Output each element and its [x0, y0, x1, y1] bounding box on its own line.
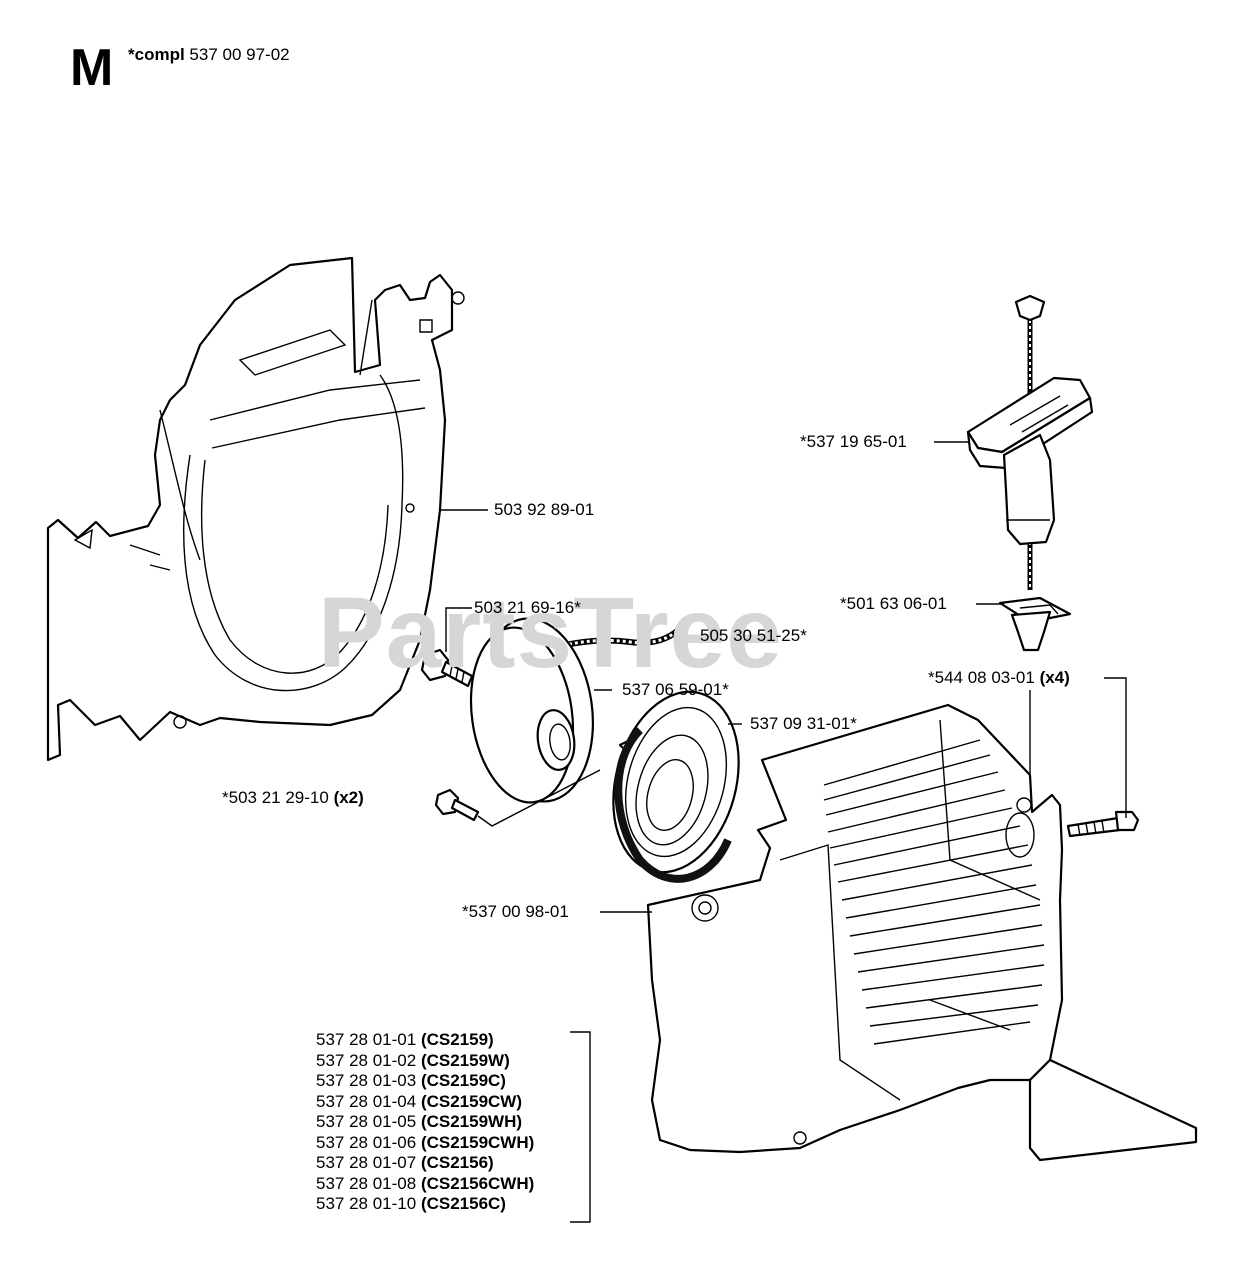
model-number: 537 28 01-05: [316, 1112, 417, 1131]
model-name: (CS2159CW): [420, 1091, 523, 1111]
model-number: 537 28 01-10: [316, 1194, 417, 1213]
leader-p2: [445, 607, 472, 652]
part-label-503-21-29-10[interactable]: *503 21 29-10 (x2): [222, 788, 364, 808]
part-label-537-06-59-01[interactable]: 537 06 59-01*: [622, 680, 729, 699]
part-number: *503 21 29-10: [222, 788, 329, 807]
decal-drawing: [1028, 1058, 1198, 1162]
model-bracket: [570, 1031, 591, 1223]
part-label-503-92-89-01[interactable]: 503 92 89-01: [494, 500, 595, 519]
compl-prefix: *compl: [128, 45, 185, 64]
model-name: (CS2156C): [420, 1194, 506, 1213]
starter-handle-drawing: [966, 294, 1094, 590]
small-screw-drawing: [434, 788, 480, 822]
model-row[interactable]: 537 28 01-02 (CS2159W): [316, 1051, 534, 1072]
part-label-544-08-03-01[interactable]: *544 08 03-01 (x4): [928, 668, 1070, 688]
center-screw-drawing: [420, 648, 474, 688]
watermark: PartsTree: [318, 577, 783, 689]
model-name: (CS2159WH): [420, 1112, 523, 1131]
model-number: 537 28 01-06: [316, 1132, 417, 1152]
leader-p6: [477, 769, 601, 827]
model-row[interactable]: 537 28 01-05 (CS2159WH): [316, 1112, 534, 1133]
model-name: (CS2159W): [420, 1050, 510, 1070]
model-row[interactable]: 537 28 01-03 (CS2159C): [316, 1071, 534, 1092]
section-letter: M: [70, 39, 114, 97]
compl-number: 537 00 97-02: [189, 45, 290, 64]
part-qty: (x2): [333, 788, 364, 807]
model-name: (CS2156CWH): [420, 1173, 535, 1193]
part-qty: (x4): [1039, 668, 1070, 687]
part-label-537-19-65-01[interactable]: *537 19 65-01: [800, 432, 907, 451]
housing-screw-drawing: [1066, 810, 1140, 838]
model-number: 537 28 01-03: [316, 1071, 417, 1090]
recoil-spring-drawing: [612, 690, 740, 883]
model-row[interactable]: 537 28 01-07 (CS2156): [316, 1153, 534, 1174]
model-name: (CS2156): [420, 1153, 494, 1172]
model-name: (CS2159): [420, 1030, 494, 1049]
model-row[interactable]: 537 28 01-01 (CS2159): [316, 1030, 534, 1051]
rope-guide-drawing: [998, 596, 1072, 652]
model-number: 537 28 01-07: [316, 1153, 417, 1172]
model-number: 537 28 01-01: [316, 1030, 417, 1049]
model-number: 537 28 01-02: [316, 1050, 417, 1070]
model-row[interactable]: 537 28 01-06 (CS2159CWH): [316, 1133, 534, 1154]
model-list: 537 28 01-01 (CS2159) 537 28 01-02 (CS21…: [316, 1030, 534, 1215]
model-row[interactable]: 537 28 01-10 (CS2156C): [316, 1194, 534, 1215]
model-row[interactable]: 537 28 01-08 (CS2156CWH): [316, 1174, 534, 1195]
rope-pulley-drawing: [469, 617, 595, 804]
compl-heading: *compl 537 00 97-02: [128, 45, 290, 65]
part-label-503-21-69-16[interactable]: 503 21 69-16*: [474, 598, 581, 617]
part-label-505-30-51-25[interactable]: 505 30 51-25*: [700, 626, 807, 645]
leader-p10a: [1104, 677, 1127, 818]
model-name: (CS2159C): [420, 1071, 506, 1090]
model-number: 537 28 01-04: [316, 1091, 417, 1111]
part-label-537-09-31-01[interactable]: 537 09 31-01*: [750, 714, 857, 733]
model-row[interactable]: 537 28 01-04 (CS2159CW): [316, 1092, 534, 1113]
model-name: (CS2159CWH): [420, 1132, 535, 1152]
flywheel-cover-drawing: [46, 256, 465, 762]
starter-housing-drawing: [646, 703, 1064, 1154]
model-number: 537 28 01-08: [316, 1173, 417, 1193]
part-label-501-63-06-01[interactable]: *501 63 06-01: [840, 594, 947, 613]
part-number: *544 08 03-01: [928, 668, 1035, 687]
part-label-537-00-98-01[interactable]: *537 00 98-01: [462, 902, 569, 921]
